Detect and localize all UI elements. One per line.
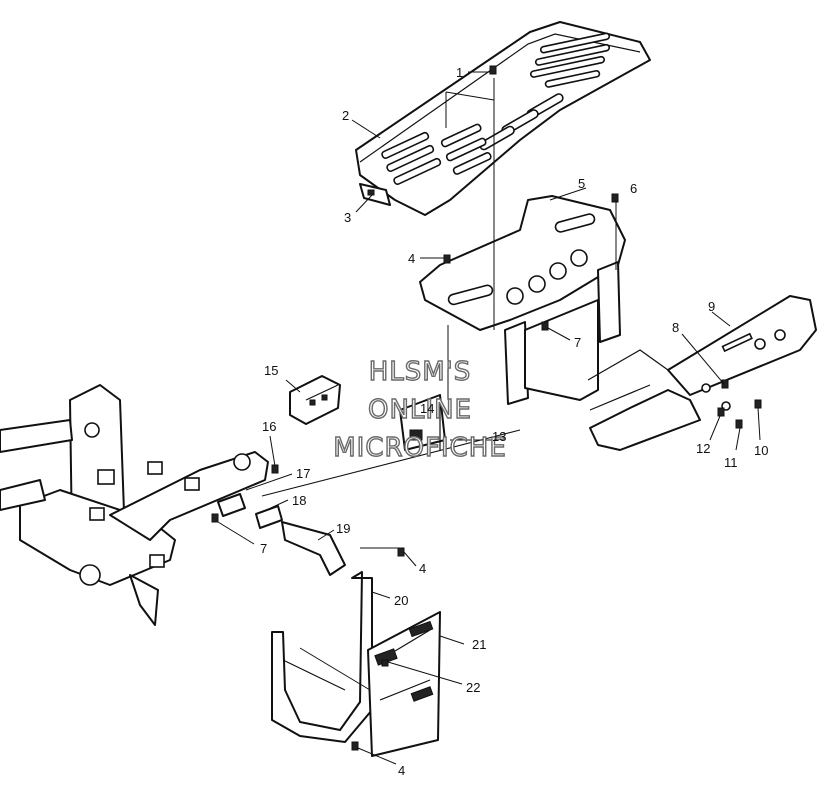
fasteners xyxy=(211,65,762,751)
rack-mount-bracket xyxy=(419,195,626,405)
leader-lines xyxy=(217,71,761,765)
callout-16: 16 xyxy=(262,419,276,434)
watermark-line-2: ONLINE xyxy=(368,395,472,425)
watermark-line-3: MICROFICHE xyxy=(333,433,507,463)
callout-21: 21 xyxy=(472,637,486,652)
callout-6: 6 xyxy=(630,181,637,196)
frame xyxy=(0,384,269,626)
hitch-plate xyxy=(399,394,446,451)
watermark-line-1: HLSM'S xyxy=(369,357,472,387)
callout-2: 2 xyxy=(342,108,349,123)
callout-19: 19 xyxy=(336,521,350,536)
callout-3: 3 xyxy=(344,210,351,225)
callout-5: 5 xyxy=(578,176,585,191)
callout-18: 18 xyxy=(292,493,306,508)
small-bracket xyxy=(359,183,391,206)
callouts: 1 2 3 4 5 6 7 8 9 10 11 12 13 14 15 16 1… xyxy=(260,65,768,778)
callout-13: 13 xyxy=(492,429,506,444)
callout-4a: 4 xyxy=(408,251,415,266)
callout-22: 22 xyxy=(466,680,480,695)
watermark: HLSM'S ONLINE MICROFICHE xyxy=(333,356,507,463)
rear-bumper xyxy=(587,295,817,451)
callout-9: 9 xyxy=(708,299,715,314)
callout-11: 11 xyxy=(724,455,738,470)
rear-rack xyxy=(355,21,651,216)
callout-7a: 7 xyxy=(574,335,581,350)
callout-7b: 7 xyxy=(260,541,267,556)
callout-8: 8 xyxy=(672,320,679,335)
connector-box xyxy=(289,375,341,425)
light-harness xyxy=(217,493,346,576)
callout-1: 1 xyxy=(456,65,463,80)
callout-15: 15 xyxy=(264,363,278,378)
callout-4b: 4 xyxy=(419,561,426,576)
callout-20: 20 xyxy=(394,593,408,608)
mud-flap xyxy=(367,611,441,757)
callout-10: 10 xyxy=(754,443,768,458)
rack-slots xyxy=(381,32,611,186)
callout-12: 12 xyxy=(696,441,710,456)
callout-4c: 4 xyxy=(398,763,405,778)
mud-flap-bracket xyxy=(271,571,373,743)
callout-17: 17 xyxy=(296,466,310,481)
callout-14: 14 xyxy=(420,401,434,416)
